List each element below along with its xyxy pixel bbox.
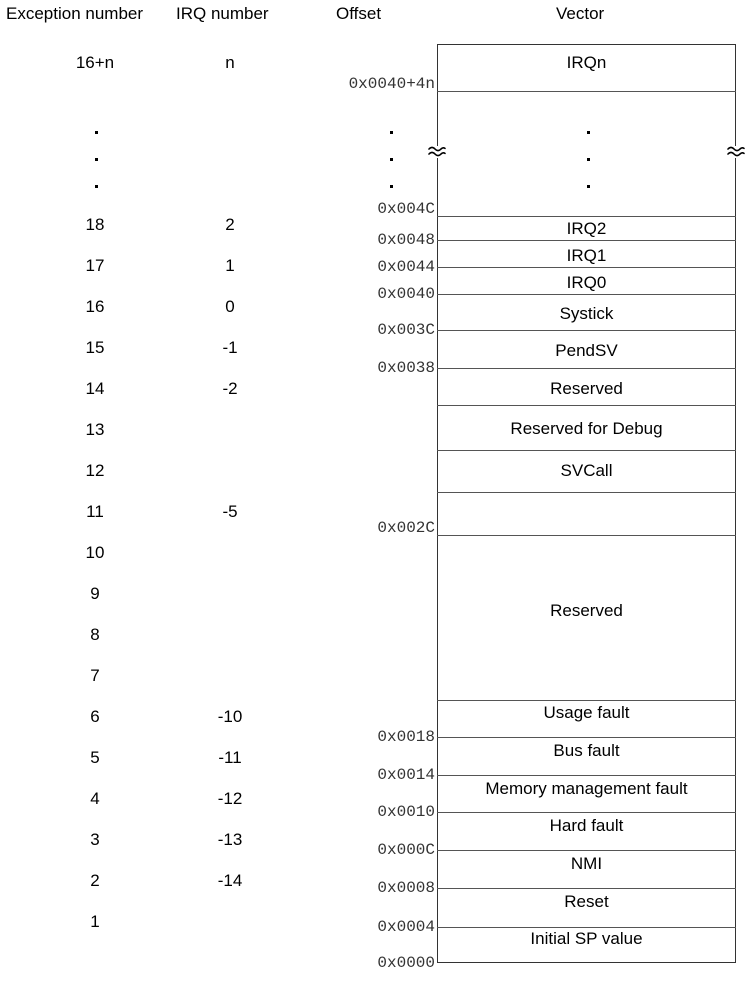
offset-label: 0x0000 xyxy=(377,954,435,972)
exception-number: 16+n xyxy=(75,53,115,72)
vector-cell: Bus fault xyxy=(553,741,620,760)
irq-number: -5 xyxy=(222,502,238,521)
row-separator xyxy=(437,535,736,536)
vector-cell: Hard fault xyxy=(549,816,624,835)
row-separator xyxy=(437,240,736,241)
irq-number: 2 xyxy=(225,215,235,234)
offset-ellipsis xyxy=(390,185,393,188)
irq-number: 0 xyxy=(225,297,235,316)
irq-number: -10 xyxy=(217,707,243,726)
irq-number: 1 xyxy=(225,256,235,275)
offset-label: 0x0048 xyxy=(377,231,435,249)
offset-ellipsis xyxy=(390,131,393,134)
vector-cell: IRQ2 xyxy=(566,219,607,238)
header-offset: Offset xyxy=(336,4,382,23)
exception-number: 14 xyxy=(85,379,105,398)
offset-label: 0x0010 xyxy=(377,803,435,821)
irq-number: -2 xyxy=(222,379,238,398)
offset-label: 0x003C xyxy=(377,321,435,339)
exception-number: 8 xyxy=(90,625,100,644)
row-separator xyxy=(437,294,736,295)
irq-number: -13 xyxy=(217,830,243,849)
break-right-icon xyxy=(723,139,749,165)
row-separator xyxy=(437,700,736,701)
header-vector: Vector xyxy=(556,4,605,23)
exception-number: 15 xyxy=(85,338,105,357)
row-separator xyxy=(437,91,736,92)
row-separator xyxy=(437,927,736,928)
vector-cell: Systick xyxy=(559,304,614,323)
exception-number: 5 xyxy=(90,748,100,767)
row-separator xyxy=(437,330,736,331)
offset-ellipsis xyxy=(390,158,393,161)
exception-ellipsis xyxy=(95,158,98,161)
vector-ellipsis xyxy=(587,158,590,161)
offset-label: 0x004C xyxy=(377,200,435,218)
row-separator xyxy=(437,405,736,406)
exception-number: 11 xyxy=(86,502,104,521)
vector-ellipsis xyxy=(587,185,590,188)
exception-number: 12 xyxy=(85,461,105,480)
vector-cell: Reserved xyxy=(550,379,623,398)
row-separator xyxy=(437,216,736,217)
vector-cell: PendSV xyxy=(555,341,618,360)
offset-label: 0x0040+4n xyxy=(348,75,435,93)
row-separator xyxy=(437,492,736,493)
offset-label: 0x0004 xyxy=(377,918,435,936)
exception-number: 17 xyxy=(85,256,105,275)
vector-cell: Usage fault xyxy=(543,703,630,722)
row-separator xyxy=(437,368,736,369)
exception-number: 10 xyxy=(85,543,105,562)
offset-label: 0x0008 xyxy=(377,879,435,897)
offset-label: 0x0040 xyxy=(377,285,435,303)
exception-number: 13 xyxy=(85,420,105,439)
irq-number: n xyxy=(225,53,235,72)
offset-label: 0x000C xyxy=(377,841,435,859)
vector-cell: NMI xyxy=(570,854,603,873)
exception-number: 9 xyxy=(90,584,100,603)
vector-cell: Reserved xyxy=(550,601,623,620)
vector-cell: Initial SP value xyxy=(530,929,643,948)
exception-number: 7 xyxy=(90,666,100,685)
row-separator xyxy=(437,850,736,851)
vector-ellipsis xyxy=(587,131,590,134)
exception-ellipsis xyxy=(95,185,98,188)
irq-number: -14 xyxy=(217,871,243,890)
exception-number: 4 xyxy=(90,789,100,808)
vector-cell: SVCall xyxy=(560,461,613,480)
exception-number: 1 xyxy=(90,912,100,931)
offset-label: 0x0038 xyxy=(377,359,435,377)
header-irq-number: IRQ number xyxy=(176,4,269,23)
row-separator xyxy=(437,888,736,889)
break-left-icon xyxy=(424,139,450,165)
irq-number: -12 xyxy=(217,789,243,808)
offset-label: 0x0018 xyxy=(377,728,435,746)
exception-number: 2 xyxy=(90,871,100,890)
offset-label: 0x0014 xyxy=(377,766,435,784)
vector-cell: IRQ1 xyxy=(566,246,607,265)
vector-cell: Reset xyxy=(564,892,609,911)
row-separator xyxy=(437,812,736,813)
irq-number: -1 xyxy=(222,338,238,357)
exception-number: 3 xyxy=(90,830,100,849)
vector-cell: Memory management fault xyxy=(485,779,688,798)
offset-label: 0x002C xyxy=(377,519,435,537)
vector-cell: Reserved for Debug xyxy=(510,419,663,438)
exception-ellipsis xyxy=(95,131,98,134)
row-separator xyxy=(437,267,736,268)
row-separator xyxy=(437,775,736,776)
offset-label: 0x0044 xyxy=(377,258,435,276)
irq-number: -11 xyxy=(218,748,242,767)
header-exception-number: Exception number xyxy=(6,4,144,23)
vector-cell: IRQn xyxy=(566,53,607,72)
exception-number: 18 xyxy=(85,215,105,234)
exception-number: 6 xyxy=(90,707,100,726)
row-separator xyxy=(437,737,736,738)
vector-cell: IRQ0 xyxy=(566,273,607,292)
vector-table-box xyxy=(437,44,736,963)
exception-number: 16 xyxy=(85,297,105,316)
row-separator xyxy=(437,450,736,451)
